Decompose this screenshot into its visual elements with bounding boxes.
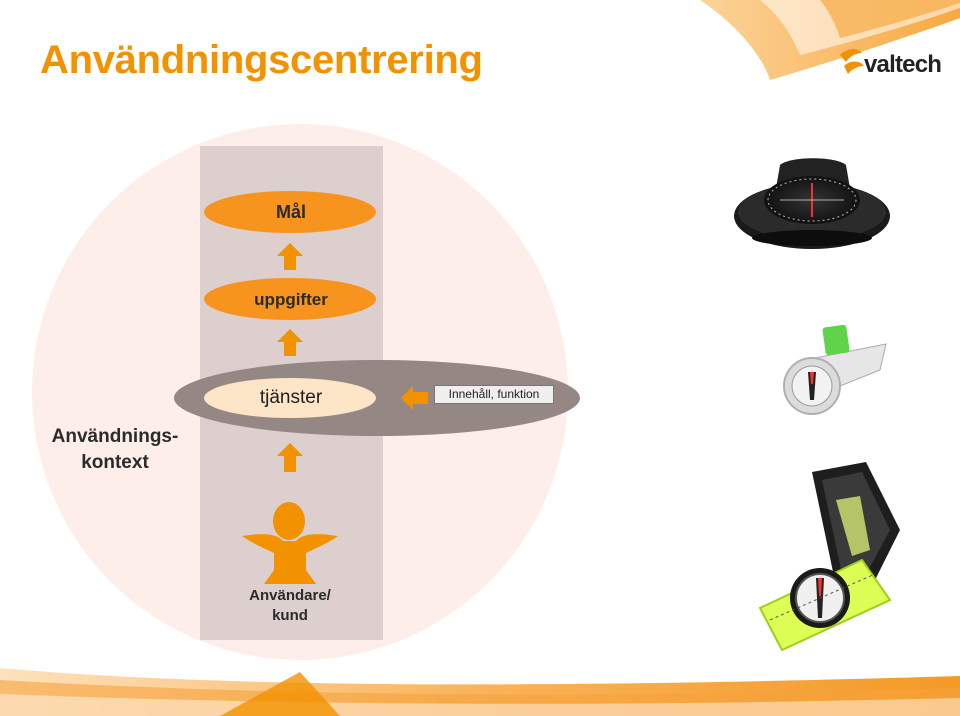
arrow-left-icon (401, 386, 428, 410)
tasks-oval (204, 278, 376, 320)
content-function-box: Innehåll, funktion (434, 385, 554, 404)
compass-small-image (783, 324, 887, 415)
bottom-decoration (0, 668, 960, 716)
goal-label: Mål (275, 202, 306, 222)
arrow-up-icon (277, 443, 303, 472)
valtech-logo-mark (840, 49, 864, 74)
page-title: Användningscentrering (40, 38, 483, 82)
services-label: tjänster (259, 387, 323, 408)
arrow-up-icon (277, 243, 303, 270)
goal-oval (204, 191, 376, 233)
top-decoration (700, 0, 960, 80)
compass-dashboard-image (734, 158, 890, 249)
user-label: Användare/ kund (249, 587, 331, 624)
valtech-logo-text: valtech (864, 51, 942, 78)
services-oval (204, 378, 376, 418)
tasks-label: uppgifter (254, 290, 328, 309)
compass-mirror-image (758, 462, 900, 652)
person-icon (242, 502, 338, 584)
arrow-up-icon (277, 329, 303, 356)
context-label: Användnings- kontext (51, 426, 179, 473)
